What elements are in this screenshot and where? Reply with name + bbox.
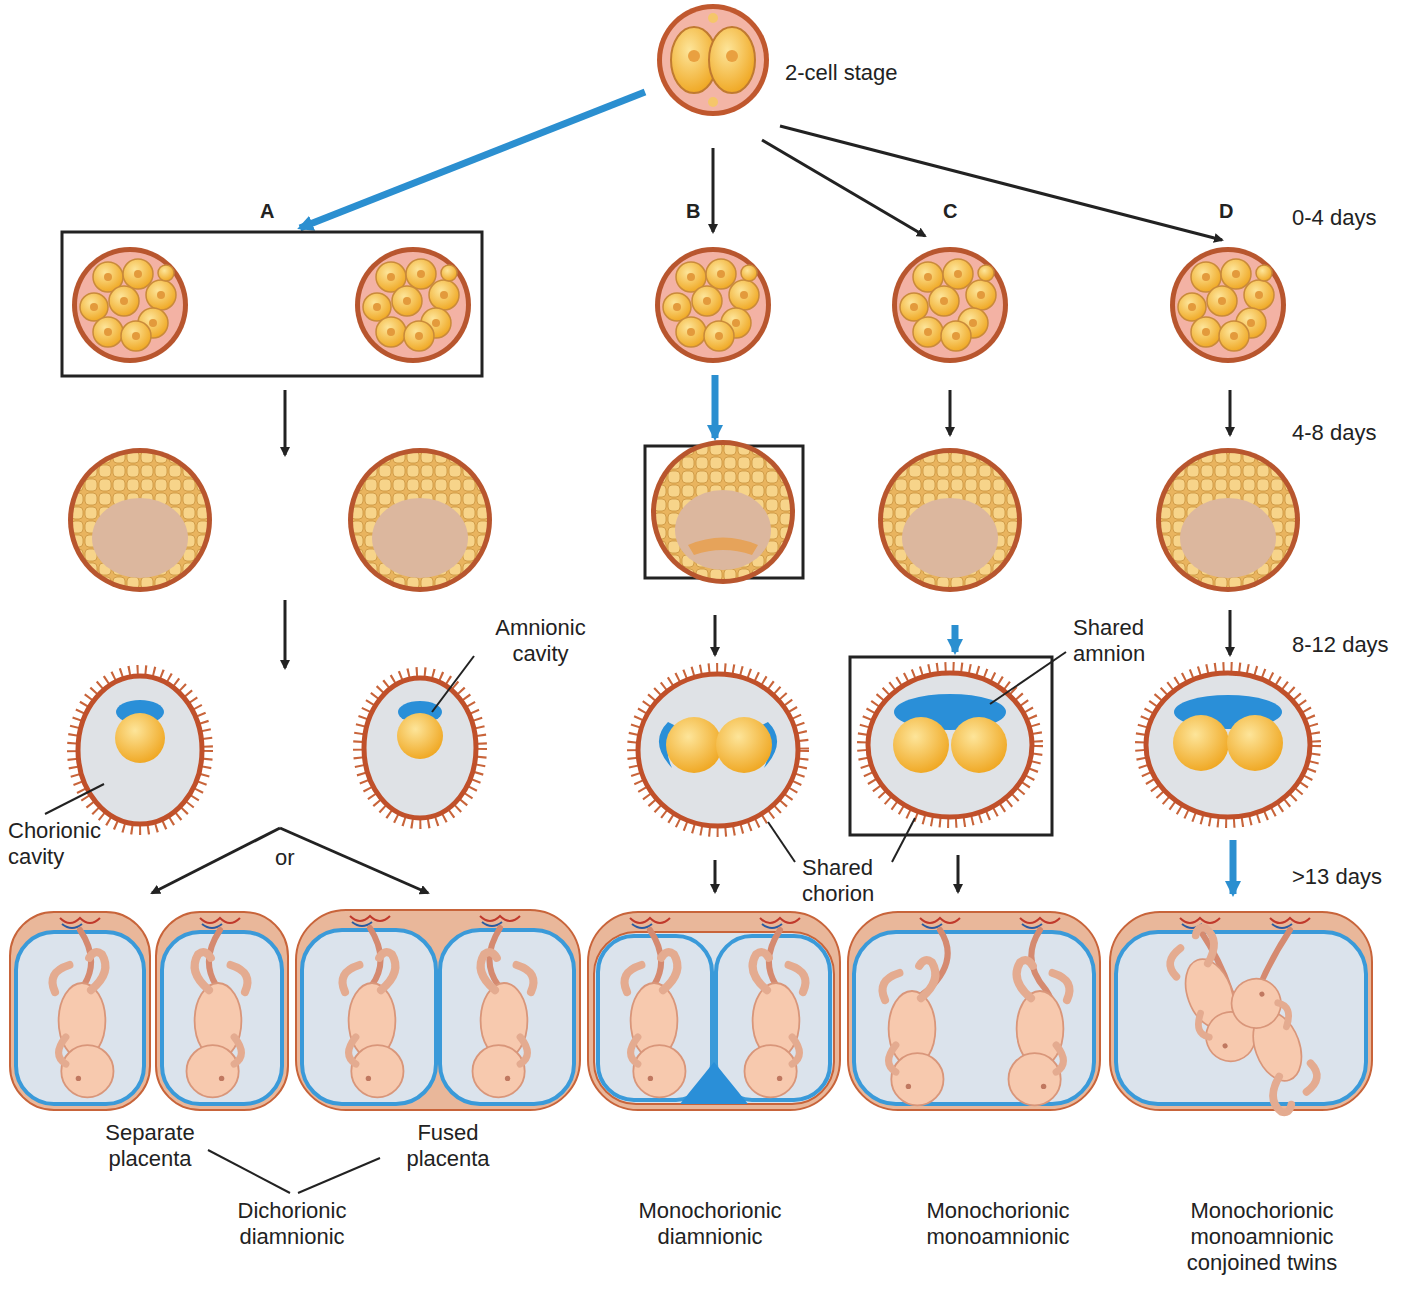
twin-type-label: Monochorionic monoamnionic bbox=[908, 1198, 1088, 1250]
pathway-letter: B bbox=[686, 198, 700, 224]
placenta-label: Separate placenta bbox=[95, 1120, 205, 1172]
structure-label: Shared chorion bbox=[802, 855, 902, 907]
time-label: 8-12 days bbox=[1292, 632, 1389, 658]
time-label: >13 days bbox=[1292, 864, 1382, 890]
twin-type-label: Monochorionic diamnionic bbox=[620, 1198, 800, 1250]
structure-label: Chorionic cavity bbox=[8, 818, 118, 870]
pathway-letter: A bbox=[260, 198, 274, 224]
structure-label: Shared amnion bbox=[1073, 615, 1173, 667]
placenta-label: Fused placenta bbox=[393, 1120, 503, 1172]
time-label: 0-4 days bbox=[1292, 205, 1376, 231]
stage-label: 2-cell stage bbox=[785, 60, 898, 86]
branch-label: or bbox=[275, 845, 295, 871]
pathway-letter: C bbox=[943, 198, 957, 224]
structure-label: Amnionic cavity bbox=[478, 615, 603, 667]
twin-type-label: Monochorionic monoamnionic conjoined twi… bbox=[1162, 1198, 1362, 1276]
twin-type-label: Dichorionic diamnionic bbox=[212, 1198, 372, 1250]
time-label: 4-8 days bbox=[1292, 420, 1376, 446]
pathway-letter: D bbox=[1219, 198, 1233, 224]
